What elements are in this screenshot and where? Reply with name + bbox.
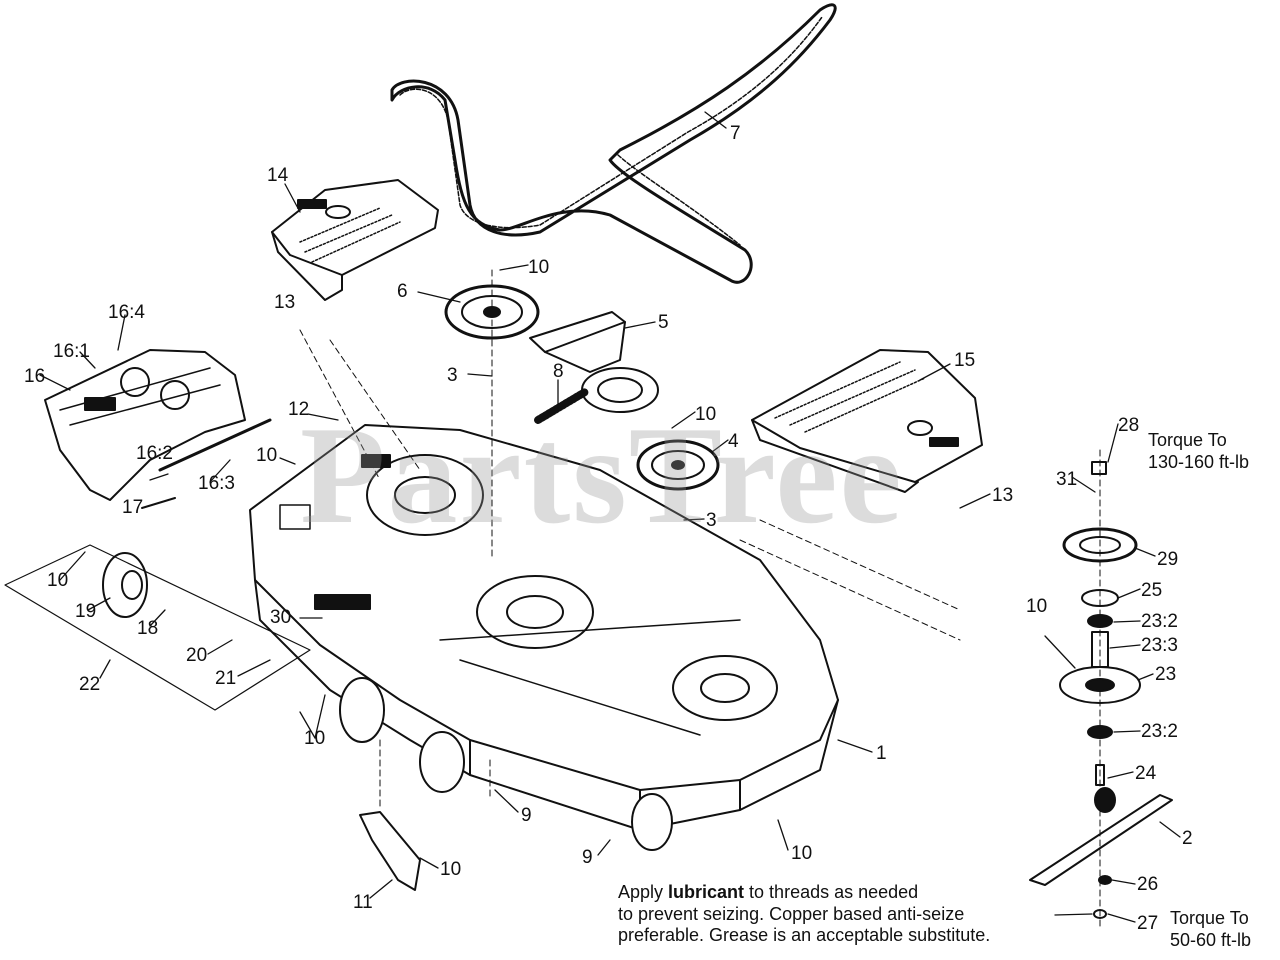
callout-c10h: 10 [440,859,462,880]
callout-c11: 11 [353,892,373,913]
callout-c4: 4 [728,431,739,452]
callout-c12: 12 [288,399,310,420]
idler-pulley-4 [636,439,720,491]
callout-c29: 29 [1157,549,1179,570]
callout-c31: 31 [1056,469,1078,490]
callout-c8: 8 [553,361,564,382]
callout-c26: 26 [1137,874,1159,895]
lubricant-note-line1: Apply lubricant to threads as needed [618,882,990,904]
callout-c5: 5 [658,312,669,333]
lubricant-note-line2: to prevent seizing. Copper based anti-se… [618,903,965,924]
belt-cover-right [751,349,983,493]
callout-c232a: 23:2 [1141,611,1178,632]
callout-c13b: 13 [992,485,1014,506]
callout-c7: 7 [730,123,741,144]
callout-c3a: 3 [447,365,458,386]
callout-c10b: 10 [695,404,717,425]
lubricant-note-line3: preferable. Grease is an acceptable subs… [618,925,991,946]
torque-lower-line1: Torque To [1170,908,1249,928]
spindle-stack [1029,449,1173,931]
callout-c18: 18 [137,618,159,639]
callout-c25: 25 [1141,580,1163,601]
callout-c22: 22 [79,674,101,695]
callout-c163: 16:3 [198,473,235,494]
lubricant-rest: to threads as needed [744,882,919,902]
callout-c20: 20 [186,645,208,666]
callout-c233: 23:3 [1141,635,1178,656]
callout-c28: 28 [1118,415,1140,436]
callout-c10e: 10 [1026,596,1048,617]
callout-c27: 27 [1137,913,1159,934]
callout-c9b: 9 [582,847,593,868]
belt-cover-left [271,179,439,301]
front-cover [44,349,246,501]
callout-c10a: 10 [528,257,550,278]
deck-bracket-11 [359,811,421,891]
lubricant-bold: lubricant [668,882,745,902]
deck-wheels [102,552,673,851]
torque-upper-line1: Torque To [1148,430,1227,450]
callout-c10g: 10 [791,843,813,864]
callout-c10d: 10 [47,570,69,591]
lubricant-prefix: Apply [618,882,669,902]
leader-lines [39,111,1181,923]
callout-c232b: 23:2 [1141,721,1178,742]
callout-c14: 14 [267,165,289,186]
caster-assembly [4,418,311,711]
callout-c164: 16:4 [108,302,145,323]
callout-c3b: 3 [706,510,717,531]
callout-c9a: 9 [521,805,532,826]
drive-belt [390,3,837,284]
callout-c6: 6 [397,281,408,302]
callout-c21: 21 [215,668,237,689]
callout-c30: 30 [270,607,292,628]
callout-c13a: 13 [274,292,296,313]
callout-c161: 16:1 [53,341,90,362]
callout-c1: 1 [876,743,887,764]
idler-arm-assembly [529,311,659,424]
lubricant-note: Apply lubricant to threads as needed to … [618,882,990,947]
callout-c23: 23 [1155,664,1177,685]
torque-note-upper: Torque To 130-160 ft-lb [1148,430,1249,473]
callout-c10c: 10 [256,445,278,466]
callout-c19: 19 [75,601,97,622]
hardware-guides [299,269,961,811]
torque-lower-line2: 50-60 ft-lb [1170,929,1252,950]
partstree-watermark: PartsTree [300,398,904,553]
callout-c24: 24 [1135,763,1157,784]
callout-c2: 2 [1182,828,1193,849]
torque-upper-line2: 130-160 ft-lb [1148,451,1250,472]
callout-c162: 16:2 [136,443,173,464]
callout-c16: 16 [24,366,46,387]
callout-c17: 17 [122,497,144,518]
torque-note-lower: Torque To 50-60 ft-lb [1170,908,1251,951]
mower-deck-shell [249,424,839,831]
callout-c10f: 10 [304,728,326,749]
callout-c15: 15 [954,350,976,371]
